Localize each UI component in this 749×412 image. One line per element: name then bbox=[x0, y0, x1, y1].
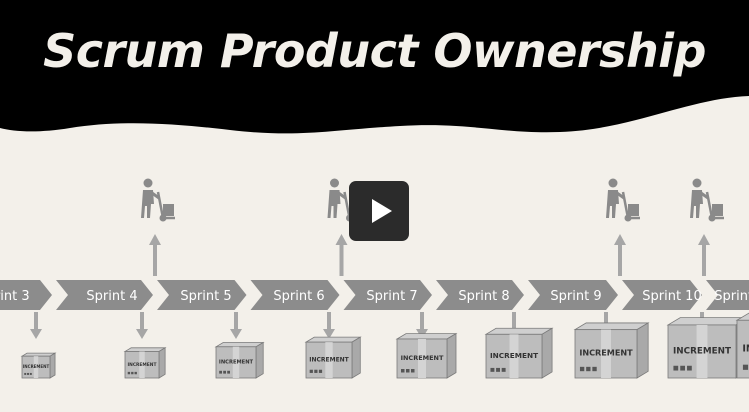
increment-box: INCREMENT bbox=[484, 327, 554, 379]
sprint-chevron-shape bbox=[157, 280, 247, 310]
release-arrow bbox=[149, 234, 161, 276]
increment-label: INCREMENT bbox=[490, 351, 538, 360]
sprint-chevron: Sprint 5 bbox=[157, 280, 247, 310]
sprint-chevron: Sprint 8 bbox=[436, 280, 524, 310]
sprint-label: Sprint 7 bbox=[366, 289, 417, 304]
increment-label: INCREMENT bbox=[219, 360, 254, 366]
increment-label: INCREMENT bbox=[742, 343, 749, 354]
play-button[interactable] bbox=[349, 181, 409, 241]
sprint-label: Sprint 11 bbox=[714, 289, 749, 304]
sprint-label: Sprint 6 bbox=[273, 289, 324, 304]
release-arrow bbox=[698, 234, 710, 276]
increment-label: INCREMENT bbox=[579, 348, 633, 358]
sprint-chevron-shape bbox=[0, 280, 52, 310]
sprint-chevron: Sprint 10 bbox=[622, 280, 702, 310]
hand-truck-worker-icon bbox=[606, 178, 640, 222]
increment-label: INCREMENT bbox=[128, 362, 157, 368]
sprint-label: Sprint 3 bbox=[0, 289, 30, 304]
sprint-chevron: Sprint 3 bbox=[0, 280, 52, 310]
release-arrow bbox=[335, 234, 348, 276]
increment-label: INCREMENT bbox=[23, 364, 50, 369]
sprint-label: Sprint 8 bbox=[458, 289, 509, 304]
increment-box: INCREMENT bbox=[123, 347, 167, 379]
sprint-chevron-shape bbox=[343, 280, 432, 310]
sprint-label: Sprint 4 bbox=[86, 289, 137, 304]
sprint-chevron: Sprint 6 bbox=[250, 280, 340, 310]
sprint-chevron: Sprint 9 bbox=[528, 280, 618, 310]
increment-arrow bbox=[30, 312, 42, 339]
increment-box: INCREMENT bbox=[395, 332, 458, 379]
sprint-chevron-shape bbox=[56, 280, 153, 310]
video-title: Scrum Product Ownership bbox=[43, 24, 706, 78]
sprint-chevron-shape bbox=[622, 280, 702, 310]
sprint-label: Sprint 9 bbox=[550, 289, 601, 304]
sprint-chevron-shape bbox=[528, 280, 618, 310]
increment-box: INCREMENT bbox=[214, 341, 265, 379]
sprint-label: Sprint 5 bbox=[180, 289, 231, 304]
sprint-chevron-shape bbox=[436, 280, 524, 310]
sprint-chevron-shape bbox=[706, 280, 749, 310]
sprint-chevron: Sprint 7 bbox=[343, 280, 432, 310]
sprint-label: Sprint 10 bbox=[642, 289, 701, 304]
increment-box: INCREMENT bbox=[304, 336, 362, 379]
increment-box: INCREMENT bbox=[573, 322, 650, 379]
increment-box: INCREMENT bbox=[735, 312, 749, 379]
header-band bbox=[0, 0, 749, 134]
increment-box: INCREMENT bbox=[20, 352, 57, 379]
sprint-chevron-shape bbox=[250, 280, 340, 310]
increment-label: INCREMENT bbox=[401, 354, 444, 362]
increment-box: INCREMENT bbox=[666, 316, 749, 379]
sprint-chevron: Sprint 11 bbox=[706, 280, 749, 310]
hand-truck-worker-icon bbox=[141, 178, 175, 222]
sprint-chevron: Sprint 4 bbox=[56, 280, 153, 310]
release-arrow bbox=[614, 234, 626, 276]
hand-truck-worker-icon bbox=[690, 178, 724, 222]
increment-arrow bbox=[230, 312, 242, 339]
increment-label: INCREMENT bbox=[673, 347, 731, 357]
increment-arrow bbox=[136, 312, 148, 339]
increment-arrow bbox=[323, 312, 335, 339]
increment-label: INCREMENT bbox=[309, 356, 349, 363]
